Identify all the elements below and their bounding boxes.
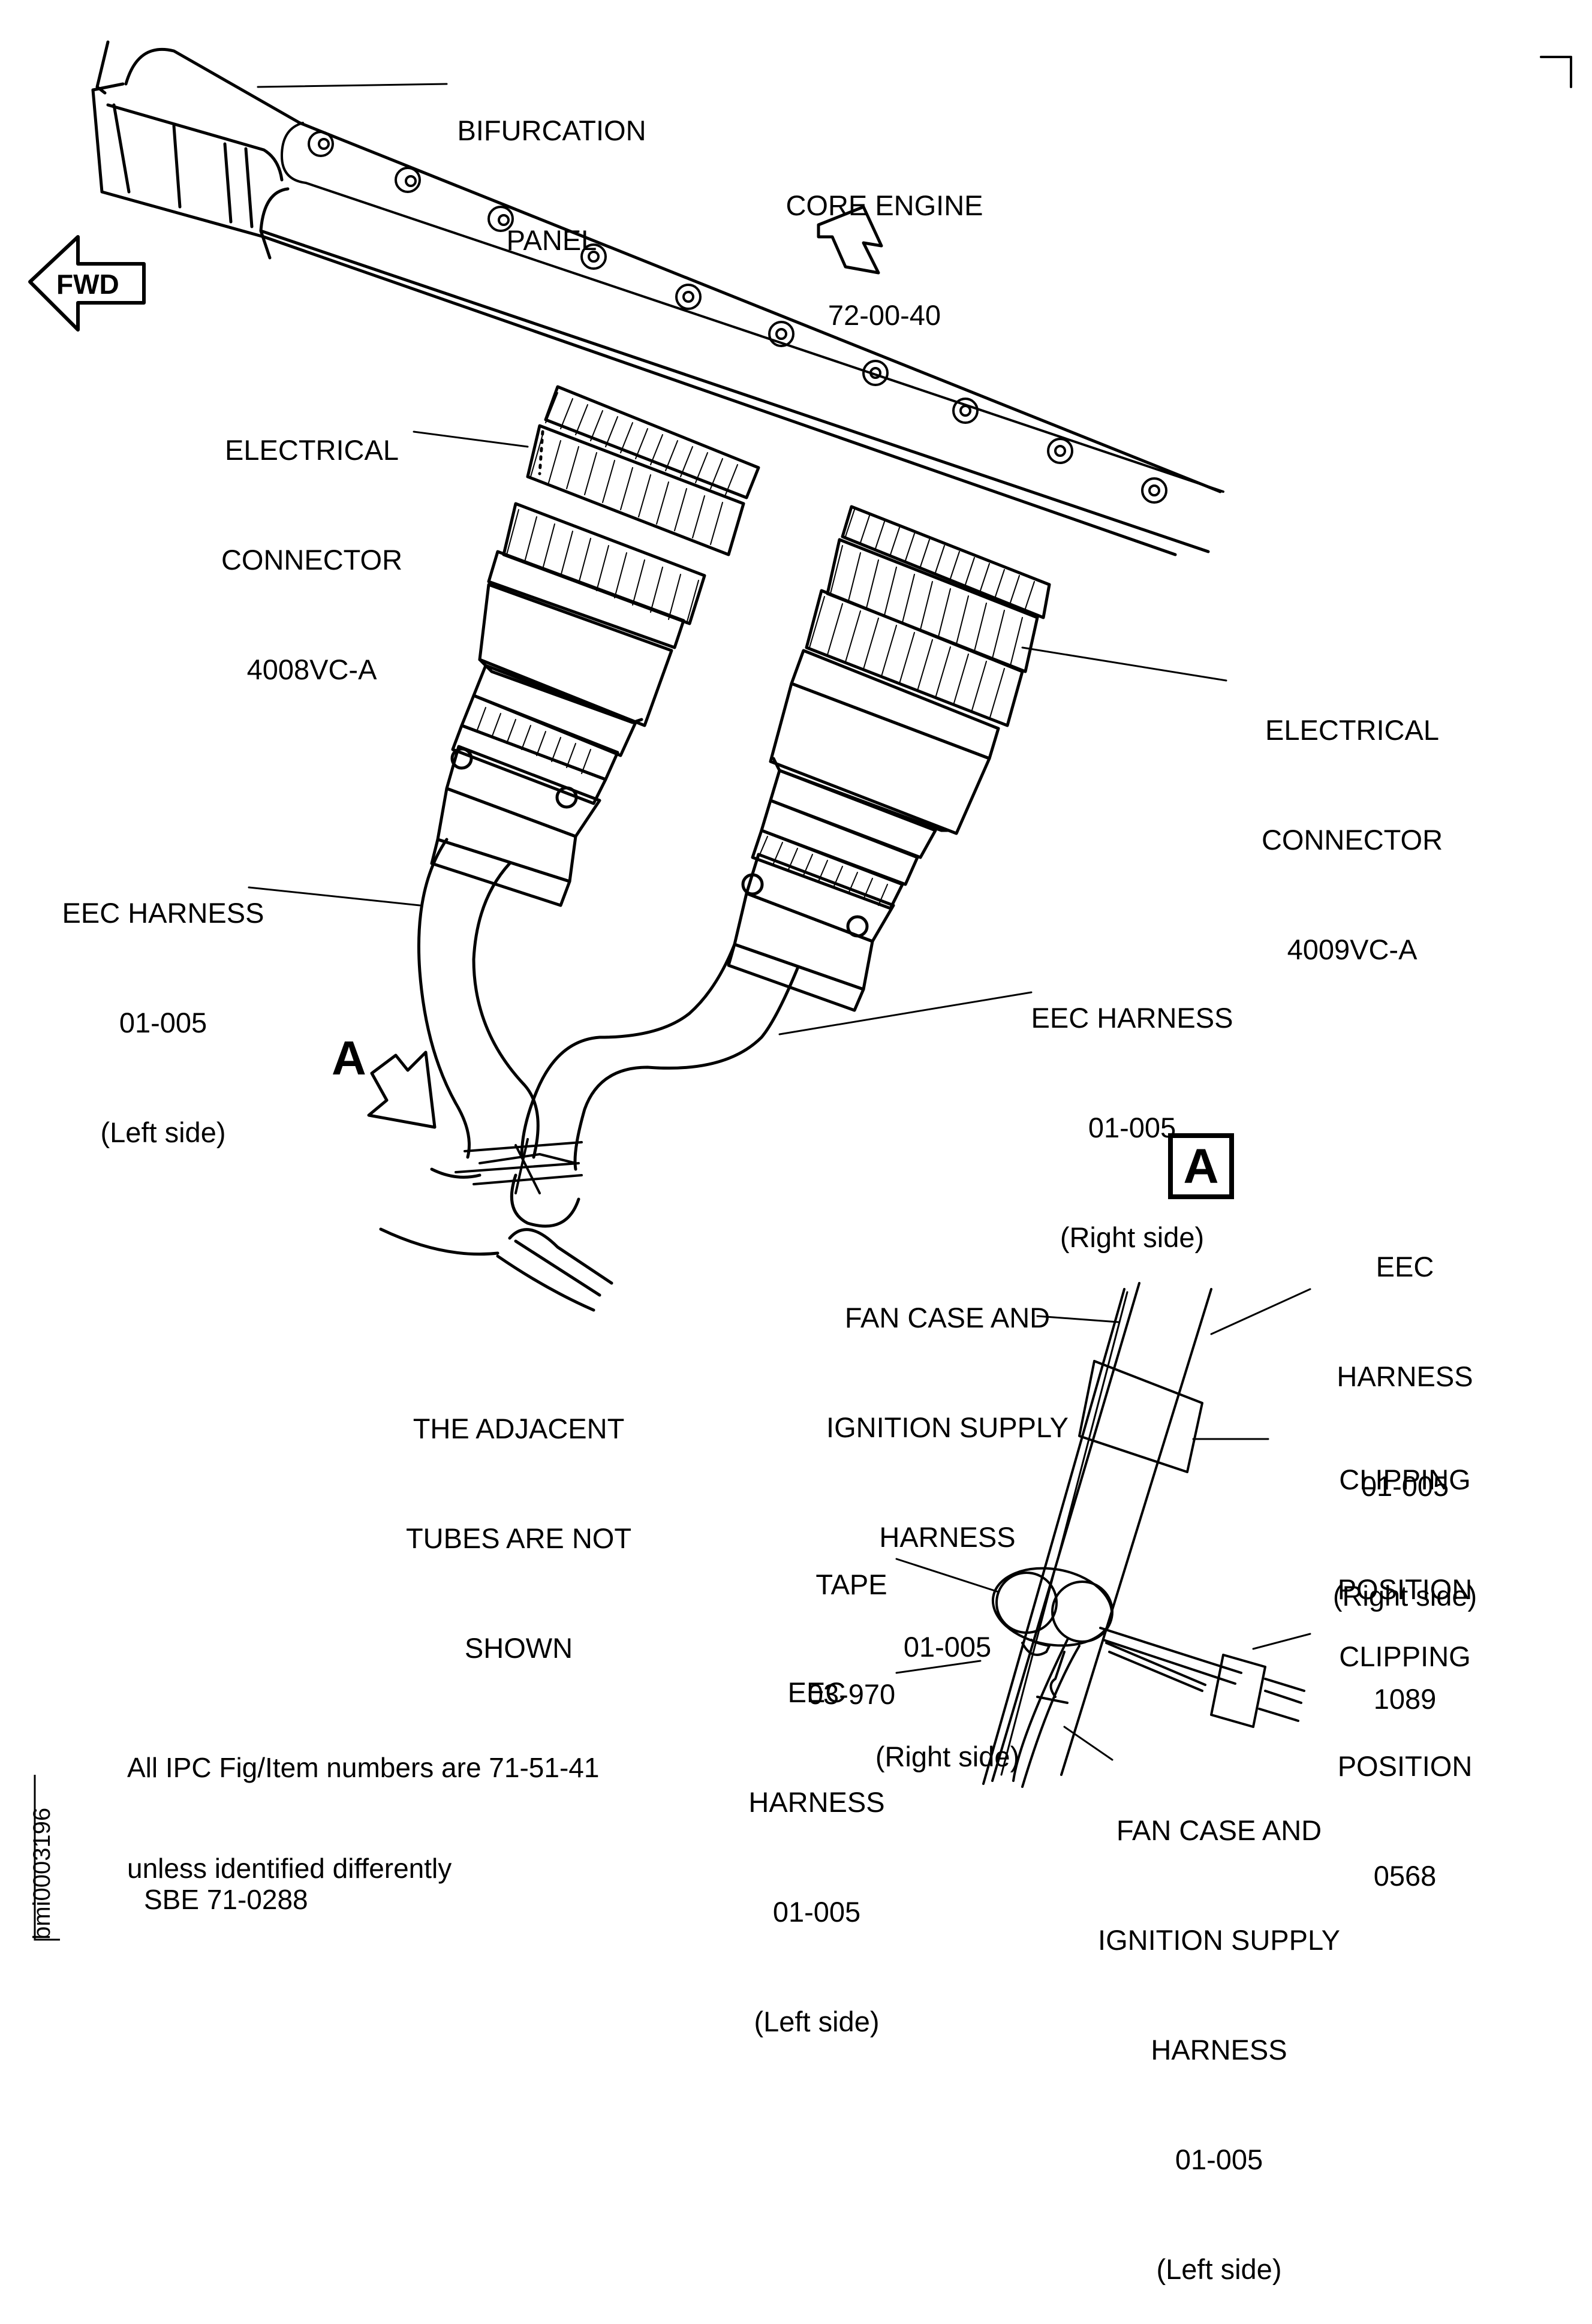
label-line: (Left side) xyxy=(100,1116,226,1148)
label-line: ELECTRICAL xyxy=(1265,714,1439,746)
label-line: HARNESS xyxy=(748,1786,885,1818)
label-detail-eec-left: EEC HARNESS 01-005 (Left side) xyxy=(748,1601,884,2076)
label-line: HARNESS xyxy=(1151,2034,1287,2066)
corner-mark xyxy=(1540,56,1572,88)
label-line: TAPE xyxy=(815,1569,887,1600)
leader-lines xyxy=(248,83,1227,1035)
label-line: PANEL xyxy=(506,224,597,256)
label-line: 4009VC-A xyxy=(1287,934,1418,965)
label-line: 01-005 xyxy=(1175,2144,1263,2175)
label-bifurcation-panel: BIFURCATION PANEL xyxy=(457,39,646,295)
label-line: CORE ENGINE xyxy=(786,189,983,221)
label-line: (Right side) xyxy=(875,1741,1020,1772)
label-eec-harness-left: EEC HARNESS 01-005 (Left side) xyxy=(62,821,264,1187)
label-line: 01-005 xyxy=(903,1631,992,1663)
label-adjacent-tubes: THE ADJACENT TUBES ARE NOT SHOWN xyxy=(406,1337,631,1703)
ipc-note: All IPC Fig/Item numbers are 71-51-41 un… xyxy=(127,1684,599,1919)
label-line: HARNESS xyxy=(1337,1360,1473,1392)
label-line: 01-005 xyxy=(772,1896,861,1928)
harness-cables xyxy=(379,838,799,1312)
label-line: TUBES ARE NOT xyxy=(405,1522,632,1554)
label-line: CONNECTOR xyxy=(221,544,403,576)
label-line: 1089 xyxy=(1373,1683,1437,1715)
label-line: 03-970 xyxy=(807,1678,896,1710)
label-detail-eec-right: EEC HARNESS 01-005 (Right side) xyxy=(1333,1175,1477,1651)
label-line: HARNESS xyxy=(879,1521,1016,1553)
label-line: THE ADJACENT xyxy=(413,1413,625,1444)
label-line: EEC xyxy=(787,1676,846,1708)
label-line: CONNECTOR xyxy=(1261,824,1443,856)
label-line: EEC HARNESS xyxy=(1031,1002,1233,1034)
label-core-engine: CORE ENGINE 72-00-40 xyxy=(786,114,983,370)
label-line: 4008VC-A xyxy=(246,654,377,685)
label-line: (Left side) xyxy=(1156,2253,1282,2285)
label-connector-4008vc-a: ELECTRICAL CONNECTOR 4008VC-A xyxy=(221,359,402,724)
label-detail-fan-case-right: FAN CASE AND IGNITION SUPPLY HARNESS 01-… xyxy=(826,1226,1069,1811)
diagram-canvas: BIFURCATION PANEL CORE ENGINE 72-00-40 F… xyxy=(28,39,1572,2285)
panel-rivets xyxy=(308,131,1167,504)
label-line: FAN CASE AND xyxy=(844,1302,1051,1333)
label-line: POSITION xyxy=(1337,1573,1473,1605)
fwd-label: FWD xyxy=(56,269,119,300)
label-line: 01-005 xyxy=(1361,1470,1449,1502)
label-line: EEC HARNESS xyxy=(62,897,264,929)
label-tape: TAPE 03-970 xyxy=(808,1493,895,1749)
note-line: unless identified differently xyxy=(127,1853,452,1884)
fwd-arrow xyxy=(28,235,146,332)
bifurcation-panel-rail xyxy=(259,121,1224,556)
label-clip-1089: CLIPPING POSITION 1089 xyxy=(1338,1388,1473,1754)
label-line: SHOWN xyxy=(464,1632,573,1664)
detail-leader-lines xyxy=(895,1288,1311,1761)
label-line: FAN CASE AND xyxy=(1116,1814,1322,1846)
diagram-drawing xyxy=(28,40,1572,1788)
label-clip-0568: CLIPPING POSITION 0568 xyxy=(1338,1565,1473,1931)
label-line: 0568 xyxy=(1373,1860,1437,1892)
label-line: 72-00-40 xyxy=(827,299,941,331)
label-line: 01-005 xyxy=(119,1007,207,1038)
sbe-reference: SBE 71-0288 xyxy=(144,1884,308,1915)
label-line: (Left side) xyxy=(754,2006,880,2037)
label-line: (Right side) xyxy=(1332,1580,1477,1612)
view-a-arrow xyxy=(367,1050,437,1129)
core-engine-arrow xyxy=(817,205,883,275)
view-a-marker: A xyxy=(332,1031,366,1085)
label-line: BIFURCATION xyxy=(457,115,646,146)
detail-a-drawing xyxy=(982,1282,1305,1788)
label-line: IGNITION SUPPLY xyxy=(1098,1924,1340,1956)
label-eec-harness-right: EEC HARNESS 01-005 (Right side) xyxy=(1031,926,1233,1292)
label-connector-4009vc-a: ELECTRICAL CONNECTOR 4009VC-A xyxy=(1262,639,1443,1004)
label-line: EEC xyxy=(1376,1251,1434,1283)
view-a-box: A xyxy=(1168,1133,1234,1199)
bifurcation-panel-end xyxy=(91,40,302,260)
figure-id: bmi0003196 xyxy=(29,1807,55,1940)
connector-4008vc-a xyxy=(430,385,760,907)
label-line: CLIPPING xyxy=(1339,1464,1471,1495)
label-line: POSITION xyxy=(1337,1750,1473,1782)
connector-4009vc-a xyxy=(727,505,1051,1012)
label-detail-fan-case-left: FAN CASE AND IGNITION SUPPLY HARNESS 01-… xyxy=(1098,1739,1340,2324)
note-line: All IPC Fig/Item numbers are 71-51-41 xyxy=(127,1752,600,1783)
label-line: ELECTRICAL xyxy=(225,434,399,466)
label-line: IGNITION SUPPLY xyxy=(826,1411,1069,1443)
label-line: (Right side) xyxy=(1060,1221,1205,1253)
label-line: CLIPPING xyxy=(1339,1640,1471,1672)
label-line: 01-005 xyxy=(1088,1112,1176,1143)
